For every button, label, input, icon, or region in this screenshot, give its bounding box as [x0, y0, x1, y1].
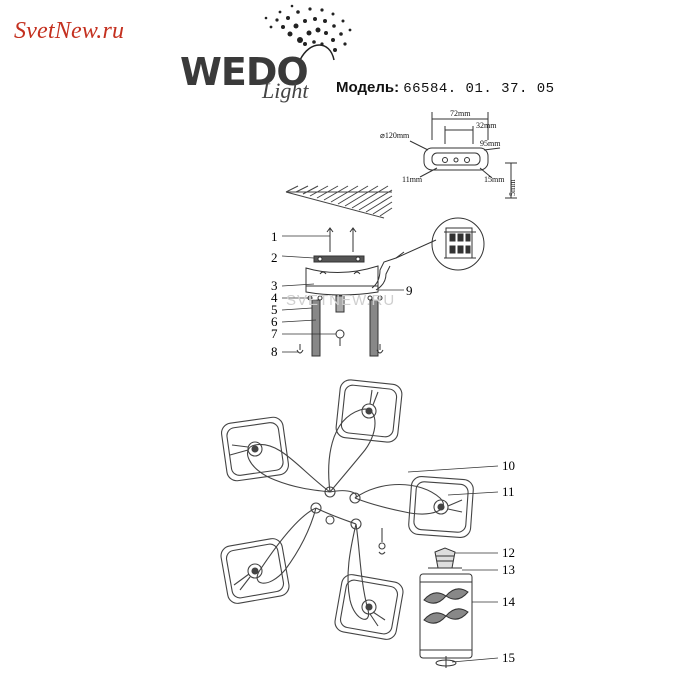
brand-subtitle: Light — [262, 78, 309, 103]
ceiling-hatch — [285, 185, 393, 219]
model-number: 66584. 01. 37. 05 — [403, 81, 555, 97]
callout-13: 13 — [502, 562, 515, 577]
callout-8: 8 — [271, 344, 278, 359]
dim-11mm: 11mm — [402, 175, 423, 184]
callout-14: 14 — [502, 594, 516, 609]
model-line: Модель: 66584. 01. 37. 05 — [336, 79, 555, 97]
dim-72mm: 72mm — [450, 109, 471, 118]
dim-15mm: 15mm — [484, 175, 505, 184]
watermark: SVETNEW.RU — [286, 292, 396, 309]
brand-swirl-icon — [264, 4, 352, 61]
callout-12: 12 — [502, 545, 515, 560]
chandelier-top-view — [220, 379, 474, 640]
callout-leaders-upper — [281, 235, 404, 353]
callout-4: 4 — [271, 290, 278, 305]
site-logo: SvetNew.ru — [14, 18, 125, 44]
dim-5mm: 5mm — [508, 179, 517, 196]
callout-1: 1 — [271, 229, 278, 244]
callout-2: 2 — [271, 250, 278, 265]
callout-6: 6 — [271, 314, 278, 329]
dim-diameter-120mm: ⌀120mm — [380, 131, 410, 140]
callout-9: 9 — [406, 283, 413, 298]
plate-dimension-view — [409, 112, 517, 199]
callout-leaders-lower — [407, 465, 499, 663]
callout-7: 7 — [271, 326, 278, 341]
dim-32mm: 32mm — [476, 121, 497, 130]
callout-15: 15 — [502, 650, 515, 665]
dim-95mm: 95mm — [480, 139, 501, 148]
brand-name: WEDO — [180, 50, 309, 94]
callout-5: 5 — [271, 302, 278, 317]
shade-detail — [419, 547, 473, 668]
callout-3: 3 — [271, 278, 278, 293]
model-label: Модель: — [336, 79, 400, 96]
callout-10: 10 — [502, 458, 515, 473]
mounting-assembly — [296, 217, 485, 357]
callout-11: 11 — [502, 484, 515, 499]
